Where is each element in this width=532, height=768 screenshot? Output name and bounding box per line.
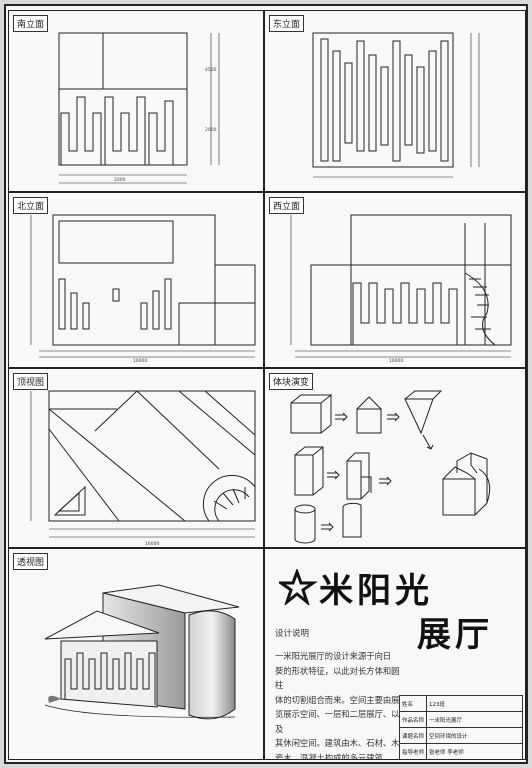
title-panel: 米阳光 展厅 设计说明 一米阳光展厅的设计来源于向日 葵的形状特征，以此对长方体… xyxy=(264,548,526,760)
panel-label: 南立面 xyxy=(13,15,49,32)
north-elevation-panel: 北立面 16000 xyxy=(8,192,264,368)
panel-label: 顶视图 xyxy=(13,373,49,390)
panel-label: 西立面 xyxy=(269,197,305,214)
drawing-sheet: 南立面 2000 4500 2000 东立面 xyxy=(4,4,528,764)
south-elevation-panel: 南立面 2000 4500 2000 xyxy=(8,10,264,192)
info-value: 一米阳光展厅 xyxy=(426,711,523,728)
panel-label: 透视图 xyxy=(13,553,49,570)
form-derivation-drawing xyxy=(290,390,491,544)
perspective-drawing xyxy=(44,584,240,720)
notes-line: 其休闲空间。建筑由木、石材、木 xyxy=(275,738,400,748)
table-row: 作品名称 一米阳光展厅 xyxy=(398,711,523,728)
info-label: 课题名称 xyxy=(398,727,428,744)
notes-line: 瓷木、混凝土构成的多元建筑。 xyxy=(275,752,392,760)
form-derivation-panel: 体块演变 xyxy=(264,368,526,548)
perspective-panel: 透视图 xyxy=(8,548,264,760)
west-elevation-drawing: 16000 xyxy=(290,214,512,364)
north-elevation-drawing: 16000 xyxy=(30,214,256,364)
project-title-line2: 展厅 xyxy=(417,615,493,655)
east-elevation-drawing xyxy=(312,32,480,178)
info-label: 姓名 xyxy=(398,695,428,712)
notes-line: 葵的形状特征，以此对长方体和圆柱 xyxy=(275,665,400,691)
info-value: 空间环境的设计 xyxy=(426,727,523,744)
top-view-panel: 顶视图 16000 xyxy=(8,368,264,548)
info-value: 张老师 李老师 xyxy=(426,743,523,759)
design-notes-heading: 设计说明 xyxy=(275,629,310,639)
panel-label: 体块演变 xyxy=(269,373,314,390)
design-notes-body: 一米阳光展厅的设计来源于向日 葵的形状特征，以此对长方体和圆柱 体的切割组合而来… xyxy=(275,649,405,760)
south-elevation-drawing: 2000 4500 2000 xyxy=(58,32,220,184)
notes-line: 体的切割组合而来。空间主要由展 xyxy=(275,694,400,705)
table-row: 课题名称 空间环境的设计 xyxy=(398,727,523,744)
east-elevation-panel: 东立面 xyxy=(264,10,526,192)
table-row: 姓名 123班 xyxy=(398,695,523,712)
notes-line: 一米阳光展厅的设计来源于向日 xyxy=(275,651,392,661)
west-elevation-panel: 西立面 16000 xyxy=(264,192,526,368)
dimension-text: 2000 xyxy=(114,177,126,183)
dimension-text: 4500 xyxy=(205,67,217,73)
panel-label: 东立面 xyxy=(269,15,305,32)
star-icon xyxy=(279,569,318,605)
info-value: 123班 xyxy=(426,695,523,712)
dimension-text: 16000 xyxy=(133,358,147,364)
info-table: 姓名 123班 作品名称 一米阳光展厅 课题名称 空间环境的设计 指导老师 张老… xyxy=(398,695,523,759)
panel-label: 北立面 xyxy=(13,197,49,214)
notes-line: 览展示空间、一层和二层展厅、以及 xyxy=(275,709,400,734)
project-title-line1: 米阳光 xyxy=(319,571,433,611)
dimension-text: 16000 xyxy=(389,358,403,364)
info-label: 指导老师 xyxy=(398,743,428,759)
dimension-text: 16000 xyxy=(145,541,159,547)
table-row: 指导老师 张老师 李老师 xyxy=(398,743,523,759)
top-view-drawing: 16000 xyxy=(30,390,256,547)
info-label: 作品名称 xyxy=(398,711,428,728)
dimension-text: 2000 xyxy=(205,127,217,133)
